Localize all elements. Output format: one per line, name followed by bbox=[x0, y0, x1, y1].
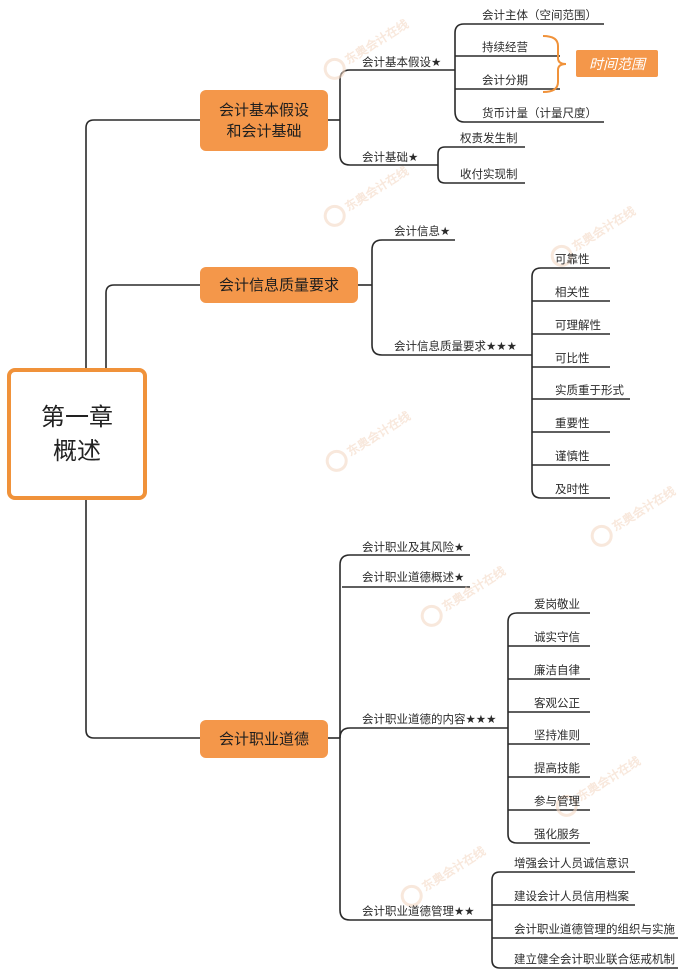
node-quality-item[interactable]: 谨慎性 bbox=[555, 449, 590, 463]
time-range-callout[interactable]: 时间范围 bbox=[576, 50, 658, 77]
node-quality-requirements[interactable]: 会计信息质量要求★★★ bbox=[394, 339, 517, 353]
node-ethics-item[interactable]: 爱岗敬业 bbox=[534, 597, 580, 611]
topic-information-quality[interactable]: 会计信息质量要求 bbox=[200, 267, 358, 303]
node-ethics-management[interactable]: 会计职业道德管理★★ bbox=[362, 904, 475, 918]
root-title-line1: 第一章 bbox=[41, 403, 113, 431]
node-management-item[interactable]: 建设会计人员信用档案 bbox=[514, 889, 629, 903]
node-ethics-item[interactable]: 诚实守信 bbox=[534, 630, 580, 644]
node-management-item[interactable]: 建立健全会计职业联合惩戒机制 bbox=[514, 952, 675, 966]
topic-professional-ethics[interactable]: 会计职业道德 bbox=[200, 720, 328, 758]
node-going-concern[interactable]: 持续经营 bbox=[482, 40, 528, 54]
node-basic-assumptions[interactable]: 会计基本假设★ bbox=[362, 55, 442, 69]
node-ethics-item[interactable]: 坚持准则 bbox=[534, 728, 580, 742]
node-quality-item[interactable]: 可理解性 bbox=[555, 318, 601, 332]
node-profession-risk[interactable]: 会计职业及其风险★ bbox=[362, 540, 465, 554]
node-management-item[interactable]: 会计职业道德管理的组织与实施 bbox=[514, 922, 675, 936]
node-quality-item[interactable]: 相关性 bbox=[555, 285, 590, 299]
node-ethics-item[interactable]: 廉洁自律 bbox=[534, 663, 580, 677]
node-accounting-basis[interactable]: 会计基础★ bbox=[362, 150, 419, 164]
root-node[interactable]: 第一章 概述 bbox=[7, 368, 147, 500]
node-ethics-item[interactable]: 参与管理 bbox=[534, 794, 580, 808]
node-management-item[interactable]: 增强会计人员诚信意识 bbox=[514, 856, 629, 870]
node-accounting-entity[interactable]: 会计主体（空间范围） bbox=[482, 8, 597, 22]
node-accrual-basis[interactable]: 权责发生制 bbox=[460, 131, 518, 145]
node-accounting-period[interactable]: 会计分期 bbox=[482, 73, 528, 87]
node-cash-basis[interactable]: 收付实现制 bbox=[460, 167, 518, 181]
node-quality-item[interactable]: 实质重于形式 bbox=[555, 383, 624, 397]
node-ethics-content[interactable]: 会计职业道德的内容★★★ bbox=[362, 712, 497, 726]
node-ethics-item[interactable]: 强化服务 bbox=[534, 827, 580, 841]
node-ethics-item[interactable]: 客观公正 bbox=[534, 696, 580, 710]
node-quality-item[interactable]: 可比性 bbox=[555, 351, 590, 365]
topic-accounting-assumptions[interactable]: 会计基本假设 和会计基础 bbox=[200, 90, 328, 151]
topic-title: 会计职业道德 bbox=[218, 729, 309, 748]
node-ethics-item[interactable]: 提高技能 bbox=[534, 761, 580, 775]
topic-title: 会计信息质量要求 bbox=[218, 275, 339, 294]
topic-title-line1: 会计基本假设 bbox=[218, 100, 309, 119]
node-quality-item[interactable]: 可靠性 bbox=[555, 252, 590, 266]
node-accounting-information[interactable]: 会计信息★ bbox=[394, 224, 451, 238]
node-ethics-overview[interactable]: 会计职业道德概述★ bbox=[362, 570, 465, 584]
time-brace bbox=[542, 35, 567, 93]
node-quality-item[interactable]: 及时性 bbox=[555, 482, 590, 496]
node-monetary-measurement[interactable]: 货币计量（计量尺度） bbox=[482, 106, 597, 120]
node-quality-item[interactable]: 重要性 bbox=[555, 416, 590, 430]
root-title-line2: 概述 bbox=[53, 437, 101, 465]
topic-title-line2: 和会计基础 bbox=[226, 121, 302, 140]
